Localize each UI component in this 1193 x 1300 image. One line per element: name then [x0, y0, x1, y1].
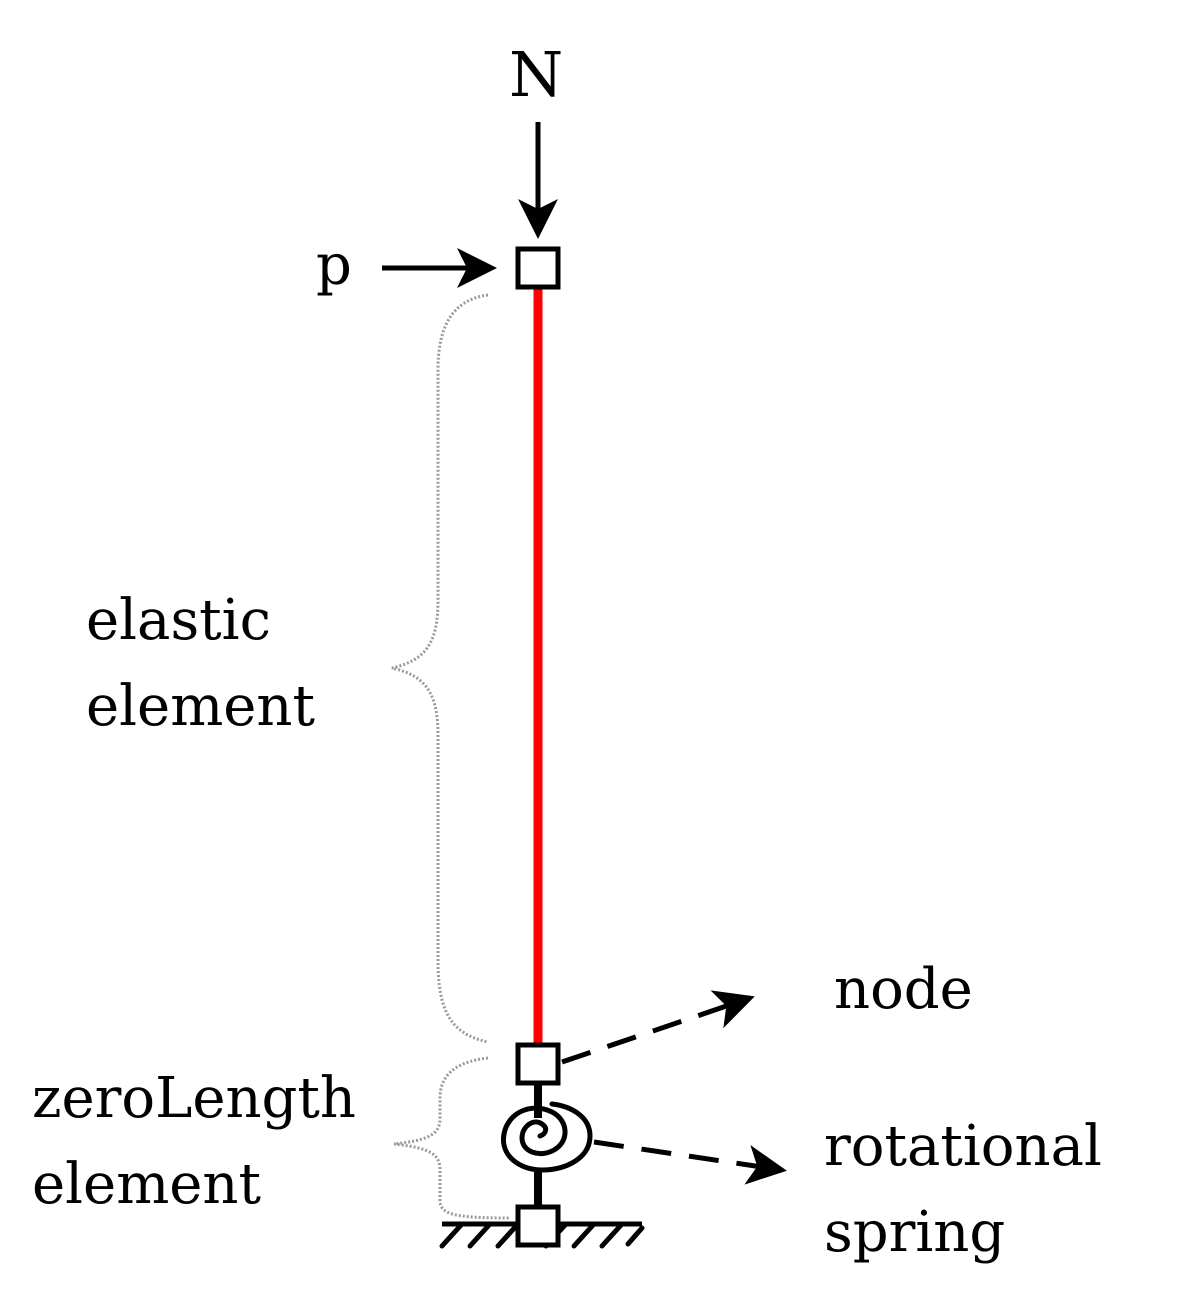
elastic-element-label-line2: element [86, 674, 316, 739]
elastic-element-label: elastic element [86, 578, 315, 750]
spring-pointer-arrow [593, 1139, 787, 1185]
zerolength-element-label-line1: zeroLength [32, 1066, 356, 1131]
node-label: node [834, 957, 973, 1022]
base-node [515, 1204, 561, 1248]
rotational-spring-label: rotational spring [824, 1104, 1102, 1276]
node-pointer-arrow [561, 990, 755, 1065]
rotational-spring-icon [501, 1101, 593, 1173]
elastic-element-label-line1: elastic [86, 588, 271, 653]
elastic-element-brace [391, 293, 489, 1044]
lateral-load-label: p [316, 233, 352, 298]
rotational-spring-label-line2: spring [824, 1200, 1006, 1265]
top-node [515, 246, 561, 290]
axial-load-label: N [509, 38, 564, 111]
zerolength-element-label-line2: element [32, 1152, 262, 1217]
middle-node [515, 1042, 561, 1086]
zerolength-element-label: zeroLength element [32, 1056, 356, 1228]
zerolength-element-brace [393, 1056, 511, 1220]
rotational-spring-label-line1: rotational [824, 1114, 1102, 1179]
